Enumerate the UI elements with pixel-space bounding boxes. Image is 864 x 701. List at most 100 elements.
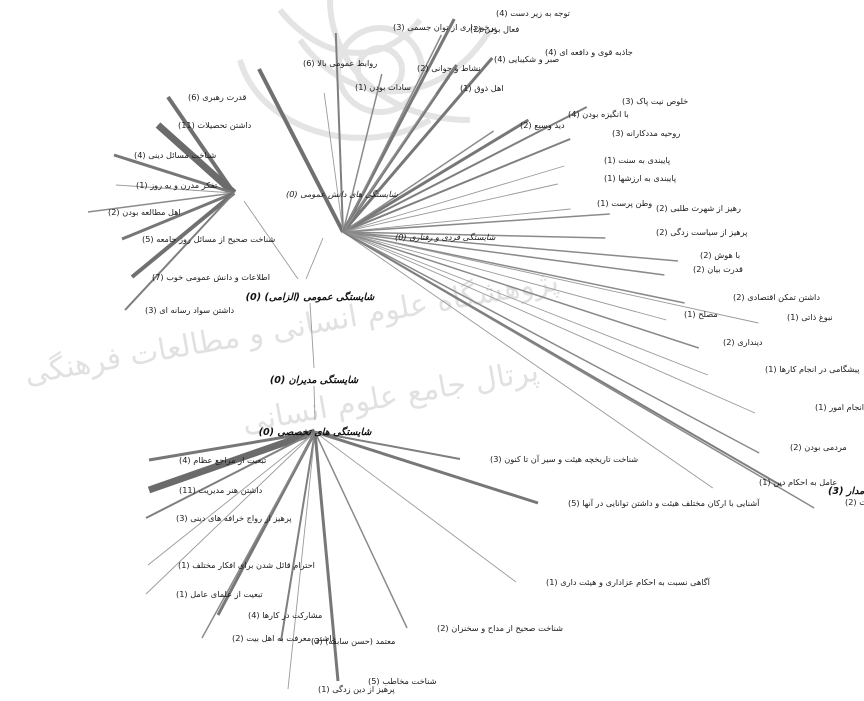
specialty-item-label: آشنایی با ارکان مختلف هیئت و داشتن توانا… [568,498,760,508]
connector-personal-item [323,92,344,233]
connector-personal-item [342,73,383,233]
connector-knowledge-item [124,192,235,311]
connector-specialty-item [148,430,316,462]
personal-item-label: دید وسیع (2) [520,120,565,130]
connector-personal-item [342,165,565,233]
personal-item-label: روابط عمومی بالا (6) [303,58,377,68]
personal-item-label: دینداری (2) [723,337,763,347]
knowledge-item-label: داشتن سواد رسانه ای (3) [145,305,235,315]
knowledge-item-label: داشتن تحصیلات (11) [178,120,252,130]
personal-item-label: مصلح (1) [684,309,718,319]
knowledge-item-label: اهل مطالعه بودن (2) [108,207,181,217]
specialty-item-label: احترام قائل شدن برای افکار مختلف (1) [178,560,315,570]
specialty-item-label: شناخت مخاطب (5) [368,676,437,686]
personal-item-label: حسن معاشرت (2) [845,497,864,507]
knowledge-item-label: قدرت رهبری (6) [188,92,246,102]
personal-item-label: عامل به احکام دین (1) [759,477,837,487]
connector-personal-item [342,231,708,376]
connector-personal-item [342,183,558,233]
connector-knowledge-item [155,122,237,196]
connector-specialty-item [287,431,316,690]
connector-personal-item [342,138,571,233]
personal-item-label: فعال بودن (2) [470,24,519,34]
connector-specialty-item [280,431,316,642]
connector-specialty-item [147,431,316,566]
connector-ethics [342,231,783,487]
connector-personal-item [342,213,610,233]
specialty-item-label: شناخت تاریخچه هیئت و سیر آن تا کنون (3) [490,454,638,464]
knowledge-item-label: اطلاعات و دانش عمومی خوب (7) [152,272,270,282]
connector-specialty-item [145,431,316,519]
connector-managers-specialty [313,385,316,421]
specialty-item-label: معتمد (حسن سابقه) (3) [311,636,395,646]
connector-personal-item [342,106,588,233]
connector-specialty-item [145,431,316,595]
connector-personal-item [342,231,759,324]
knowledge-item-label: شناخت صحیح از مسائل روز جامعه (5) [142,234,275,244]
specialty-item-label: تبعیت از علمای عامل (1) [176,589,263,599]
connector-main-managers [309,302,315,369]
connector-personal-item [342,231,606,239]
connector-specialty-item [314,430,539,505]
connector-specialty-item [314,431,461,460]
personal-item-label: با هوش (2) [700,250,740,260]
connector-knowledge-item [121,191,235,241]
personal-item-label: داشتن تمکن اقتصادی (2) [733,292,820,302]
ethics-label: اخلاق مدار (3) [828,486,864,497]
specialty-item-label: پرهیز از دین زدگی (1) [318,684,395,694]
connector-personal-item [334,32,344,233]
personal-hub-label: شایستگی فردی و رفتاری (0) [395,232,496,242]
connector-knowledge-item [113,153,235,195]
managers-hub-label: شایستگی مدیران (0) [270,374,359,386]
personal-item-label: مردمی بودن (2) [790,442,847,452]
knowledge-item-label: تفکر مدرن و به روز (1) [136,180,217,190]
personal-item-label: برخورداری از توان جسمی (3) [393,22,496,32]
personal-item-label: روحیه مددکارانه (3) [612,128,680,138]
specialty-item-label: مشارکت در کارها (4) [248,610,322,620]
connector-personal-item [341,57,494,233]
personal-item-label: توجه به زیر دست (4) [496,8,570,18]
personal-item-label: جاذبه قوی و دافعه ای (4) [545,47,633,57]
connector-personal-item [342,34,443,233]
connector-personal-item [342,93,437,233]
specialty-hub-label: شایستگی های تخصصی (0) [259,426,373,438]
specialty-item-label: تبعیت از مراجع عظام (4) [179,455,266,465]
specialty-item-label: داشتن هنر مدیریت (11) [179,485,263,495]
connector-personal-item [342,231,685,304]
connector-personal-main [305,237,324,280]
personal-item-label: با انگیزه بودن (4) [568,109,629,119]
personal-item-label: اهل ذوق (1) [460,83,504,93]
personal-item-label: وطن پرست (1) [597,198,652,208]
connector-knowledge-item [115,184,235,194]
personal-item-label: رفاقت داشتن در انجام امور (1) [815,402,864,412]
personal-item-label: پایبندی به ارزشها (1) [604,173,676,183]
connector-knowledge-item [130,191,236,279]
connector-specialty-item [314,431,408,629]
specialty-item-label: داشتن معرفت به اهل بیت (2) [232,633,336,643]
connector-personal-item [257,68,345,233]
connector-knowledge-main [243,200,299,280]
personal-item-label: نشاط و جوانی (2) [417,63,481,73]
personal-item-label: نبوغ ذاتی (1) [787,312,833,322]
personal-item-label: صبر و شکیبایی (4) [494,54,559,64]
specialty-item-label: شناخت صحیح از مداح و سخنران (2) [437,623,563,633]
personal-item-label: خلوص نیت پاک (3) [622,96,688,106]
connector-personal-item [342,231,667,321]
specialty-item-label: آگاهی نسبت به احکام عزاداری و هیئت داری … [546,577,711,587]
connector-personal-item [342,118,530,234]
main-hub-label: شایستگی عمومی (الزامی) (0) [246,291,376,303]
specialty-item-label: پرهیز از رواج خرافه های دینی (3) [176,513,292,523]
connector-knowledge-item [166,95,236,195]
connector-specialty-item [313,431,340,682]
connector-personal-item [342,231,700,349]
watermark-emblem [237,0,493,141]
connector-specialty-item [147,428,317,494]
personal-item-label: پایبندی به سنت (1) [604,155,670,165]
connector-personal-item [342,231,756,414]
connector-lines [87,18,815,690]
knowledge-hub-label: شایستگی های دانش عمومی (0) [286,189,398,199]
connector-personal-item [342,130,495,233]
